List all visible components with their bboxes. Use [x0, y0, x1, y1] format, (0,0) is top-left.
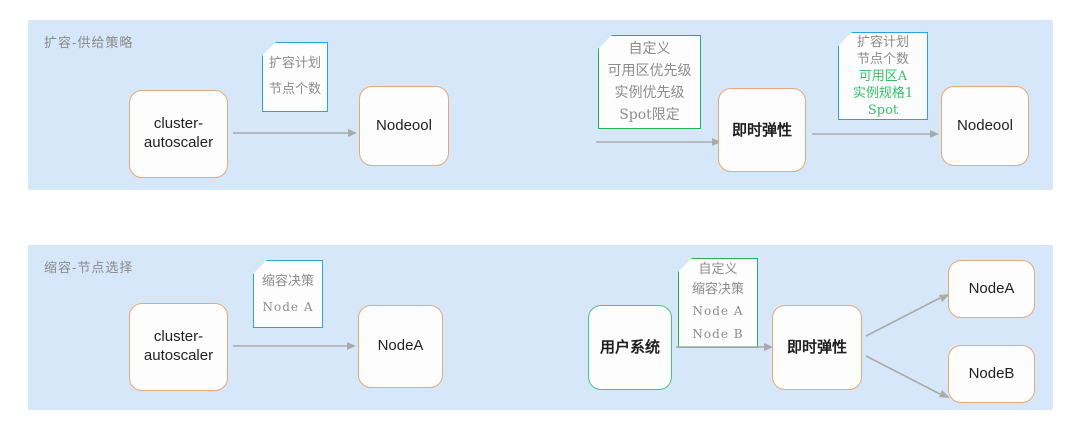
node-label: NodeB	[968, 364, 1015, 382]
note-line: Node B	[692, 327, 744, 341]
note-lines: 自定义 缩容决策 Node A Node B	[679, 260, 757, 346]
node-node-a-right: NodeA	[948, 260, 1035, 318]
note-line: 可用区优先级	[607, 63, 692, 79]
note-line: 实例规格1	[852, 85, 914, 101]
node-label: 即时弹性	[786, 338, 847, 357]
node-node-a-left: NodeA	[358, 305, 443, 388]
note-line: Node A	[692, 304, 744, 318]
note-lines: 扩容计划 节点个数	[263, 51, 327, 103]
node-instant-elasticity-top: 即时弹性	[718, 88, 806, 172]
node-label: Nodeool	[957, 116, 1013, 134]
note-custom-scale-in-decision: 自定义 缩容决策 Node A Node B	[678, 258, 758, 348]
note-lines: 自定义 可用区优先级 实例优先级 Spot限定	[599, 38, 700, 126]
note-line: 实例优先级	[614, 85, 685, 101]
node-cluster-autoscaler-top: cluster- autoscaler	[129, 90, 228, 178]
node-label: cluster- autoscaler	[143, 115, 214, 151]
node-label: Nodeool	[376, 116, 432, 134]
note-scale-out-plan: 扩容计划 节点个数	[262, 42, 328, 112]
node-label: NodeA	[377, 337, 424, 355]
node-label: NodeA	[968, 279, 1015, 297]
note-custom-supply-policy: 自定义 可用区优先级 实例优先级 Spot限定	[598, 35, 701, 129]
note-line: 自定义	[628, 41, 671, 57]
node-node-b-right: NodeB	[948, 345, 1035, 403]
note-line: 缩容决策	[691, 282, 744, 297]
note-line: 缩容决策	[261, 274, 314, 289]
node-nodepool-2: Nodeool	[941, 86, 1029, 166]
note-line: Node A	[262, 300, 314, 314]
note-resolved-scale-out-plan: 扩容计划 节点个数 可用区A 实例规格1 Spot	[838, 32, 928, 120]
note-line: 节点个数	[268, 82, 321, 97]
note-line: 可用区A	[858, 68, 908, 84]
node-nodepool-1: Nodeool	[359, 86, 449, 166]
node-user-system: 用户系统	[588, 305, 672, 390]
note-line: 扩容计划	[268, 56, 321, 71]
panel-scale-in-title: 缩容-节点选择	[44, 261, 134, 276]
node-label: 用户系统	[599, 338, 660, 357]
note-scale-in-decision: 缩容决策 Node A	[253, 260, 323, 328]
note-line: Spot限定	[619, 107, 680, 123]
node-instant-elasticity-bottom: 即时弹性	[772, 305, 862, 390]
note-line: 自定义	[698, 262, 738, 277]
note-line: 扩容计划	[856, 34, 909, 50]
node-label: cluster- autoscaler	[143, 328, 214, 364]
node-label: 即时弹性	[731, 120, 792, 139]
note-line: Spot	[867, 102, 899, 118]
panel-scale-out-title: 扩容-供给策略	[44, 36, 134, 51]
note-lines: 缩容决策 Node A	[254, 269, 322, 319]
note-line: 节点个数	[856, 51, 909, 67]
node-cluster-autoscaler-bottom: cluster- autoscaler	[129, 303, 228, 391]
note-lines: 扩容计划 节点个数 可用区A 实例规格1 Spot	[839, 34, 927, 119]
